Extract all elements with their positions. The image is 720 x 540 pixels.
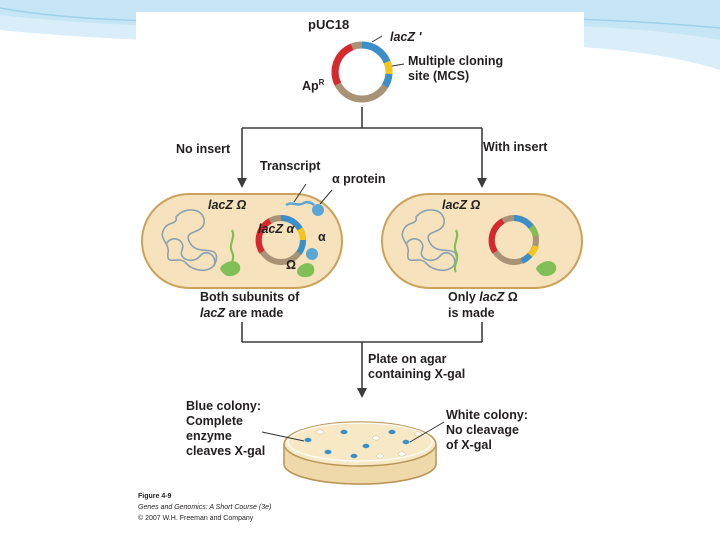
mcs-label-line1: Multiple cloning: [408, 54, 504, 68]
left-result-line1: Both subunits of: [200, 290, 300, 304]
lacz-prime-label: lacZ ': [390, 30, 422, 44]
alpha-subunit-label: α: [318, 230, 326, 244]
right-result-line2: is made: [448, 306, 495, 320]
plate-instruction-line1: Plate on agar: [368, 352, 447, 366]
alpha-protein-label: α protein: [332, 172, 386, 186]
copyright: © 2007 W.H. Freeman and Company: [138, 515, 254, 522]
flow-lines: [241, 107, 483, 390]
blue-colony-line4: cleaves X-gal: [186, 444, 266, 458]
plasmid-name: pUC18: [308, 17, 350, 32]
book-title: Genes and Genomics: A Short Course (3e): [138, 504, 272, 511]
figure-number: Figure 4-9: [138, 493, 172, 500]
white-colony-line2: No cleavage: [446, 423, 519, 437]
mcs-label-line2: site (MCS): [408, 69, 470, 83]
lacz-alpha-label: lacZ α: [258, 222, 295, 236]
blue-colony-line3: enzyme: [186, 429, 232, 443]
diagram-graphics: [141, 35, 583, 485]
petri-dish: [261, 421, 445, 485]
flow-arrowheads: [237, 178, 487, 398]
white-colony-line3: of X-gal: [446, 438, 492, 452]
left-lacz-omega-label: lacZ Ω: [208, 198, 247, 212]
transcript-label: Transcript: [260, 159, 321, 173]
right-bacterium: [381, 193, 583, 289]
no-insert-label: No insert: [176, 142, 231, 156]
left-bacterium: [141, 183, 343, 289]
omega-subunit-label: Ω: [286, 258, 297, 272]
white-colony-line1: White colony:: [446, 408, 528, 422]
figure-panel: pUC18 lacZ ' Multiple cloning site (MCS)…: [136, 12, 584, 528]
plate-instruction-line2: containing X-gal: [368, 367, 466, 381]
blue-colony-line2: Complete: [186, 414, 243, 428]
puc18-plasmid: [331, 35, 405, 103]
ampicillin-label: ApR: [302, 78, 325, 94]
right-lacz-omega-label: lacZ Ω: [442, 198, 481, 212]
blue-colony-line1: Blue colony:: [186, 399, 262, 413]
left-result-line2: lacZ are made: [200, 306, 284, 320]
right-result-line1: Only lacZ Ω: [448, 290, 518, 304]
with-insert-label: With insert: [483, 140, 548, 154]
